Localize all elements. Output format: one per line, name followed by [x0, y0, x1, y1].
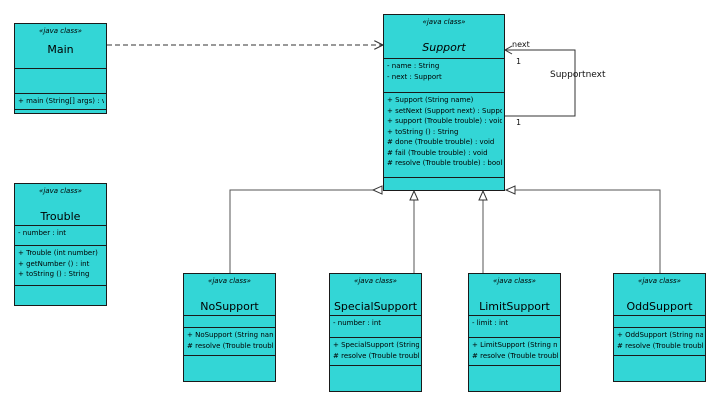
operation-row: # resolve (Trouble troubl [187, 341, 273, 350]
operation-row: + main (String[] args) : vo [18, 97, 104, 105]
class-limitsupport-header: «java class» LimitSupport [469, 274, 560, 316]
attribute-row: - limit : int [472, 319, 509, 327]
operation-row: + NoSupport (String nam [187, 331, 273, 339]
attributes-section: - name : String - next : Support [384, 59, 504, 93]
multiplicity-bottom: 1 [516, 118, 522, 127]
attribute-row: - number : int [18, 229, 67, 237]
operation-row: # done (Trouble trouble) : void [387, 138, 495, 146]
stereotype-label: «java class» [422, 18, 466, 26]
stereotype-label: «java class» [208, 277, 251, 285]
self-association-arrowhead [503, 45, 513, 55]
class-oddsupport[interactable]: «java class» OddSupport + OddSupport (St… [613, 273, 706, 382]
generalization-triangle-limit [478, 189, 488, 201]
generalization-triangle-right [504, 185, 516, 195]
attributes-section [184, 316, 275, 328]
attribute-row: - number : int [333, 319, 382, 327]
stereotype-label: «java class» [39, 187, 82, 195]
operation-row: + OddSupport (String na [617, 331, 703, 339]
operation-row: + Trouble (int number) [18, 249, 98, 257]
class-main-header: «java class» Main [15, 24, 106, 69]
stereotype-label: «java class» [39, 27, 82, 35]
operation-row: # resolve (Trouble trouble) : bool [387, 159, 502, 167]
attributes-section [15, 69, 106, 94]
class-specialsupport-header: «java class» SpecialSupport [330, 274, 421, 316]
generalization-nosupport [229, 189, 382, 273]
self-association-next [505, 49, 576, 117]
attributes-section: - number : int [15, 226, 106, 246]
class-name: Main [47, 43, 74, 56]
class-specialsupport[interactable]: «java class» SpecialSupport - number : i… [329, 273, 422, 392]
class-main[interactable]: «java class» Main + main (String[] args)… [14, 23, 107, 114]
generalization-triangle-left [371, 185, 383, 195]
operation-row: + setNext (Support next) : Support [387, 106, 502, 115]
class-support-header: «java class» Support [384, 15, 504, 59]
class-name: Trouble [40, 210, 81, 223]
class-oddsupport-header: «java class» OddSupport [614, 274, 705, 316]
class-nosupport[interactable]: «java class» NoSupport + NoSupport (Stri… [183, 273, 276, 382]
class-name: SpecialSupport [333, 300, 418, 313]
attributes-section [614, 316, 705, 328]
operations-section: + Trouble (int number) + getNumber () : … [15, 246, 106, 286]
association-name-label: Supportnext [550, 70, 606, 80]
operations-section: + SpecialSupport (String # resolve (Trou… [330, 338, 421, 366]
operation-row: + getNumber () : int [18, 259, 90, 268]
operation-row: # resolve (Trouble troubl [472, 351, 558, 360]
operation-row: + toString () : String [18, 270, 90, 278]
operations-section: + Support (String name) + setNext (Suppo… [384, 93, 504, 178]
attribute-row: - name : String [387, 62, 440, 70]
operation-row: # resolve (Trouble troubl [617, 341, 703, 350]
class-trouble-header: «java class» Trouble [15, 184, 106, 226]
operation-row: + support (Trouble trouble) : void [387, 117, 502, 125]
class-name: Support [422, 41, 466, 54]
operation-row: + Support (String name) [387, 96, 474, 104]
operations-section: + main (String[] args) : vo [15, 94, 106, 110]
class-name: LimitSupport [479, 300, 550, 313]
operation-row: + toString () : String [387, 127, 459, 136]
operation-row: # resolve (Trouble troubl [333, 351, 419, 360]
operations-section: + OddSupport (String na # resolve (Troub… [614, 328, 705, 356]
class-limitsupport[interactable]: «java class» LimitSupport - limit : int … [468, 273, 561, 392]
operation-row: + LimitSupport (String na [472, 341, 558, 349]
class-nosupport-header: «java class» NoSupport [184, 274, 275, 316]
attributes-section: - limit : int [469, 316, 560, 338]
generalization-oddsupport [515, 189, 661, 273]
operation-row: + SpecialSupport (String [333, 341, 419, 349]
operations-section: + NoSupport (String nam # resolve (Troub… [184, 328, 275, 356]
stereotype-label: «java class» [638, 277, 681, 285]
class-name: NoSupport [200, 300, 259, 313]
multiplicity-top: 1 [516, 57, 522, 66]
operation-row: # fail (Trouble trouble) : void [387, 148, 488, 157]
attributes-section: - number : int [330, 316, 421, 338]
attribute-row: - next : Support [387, 72, 442, 81]
class-support[interactable]: «java class» Support - name : String - n… [383, 14, 505, 191]
class-name: OddSupport [626, 300, 693, 313]
class-trouble[interactable]: «java class» Trouble - number : int + Tr… [14, 183, 107, 306]
operations-section: + LimitSupport (String na # resolve (Tro… [469, 338, 560, 366]
stereotype-label: «java class» [354, 277, 397, 285]
generalization-triangle-special [409, 189, 419, 201]
association-role-label: next [512, 40, 530, 49]
stereotype-label: «java class» [493, 277, 536, 285]
